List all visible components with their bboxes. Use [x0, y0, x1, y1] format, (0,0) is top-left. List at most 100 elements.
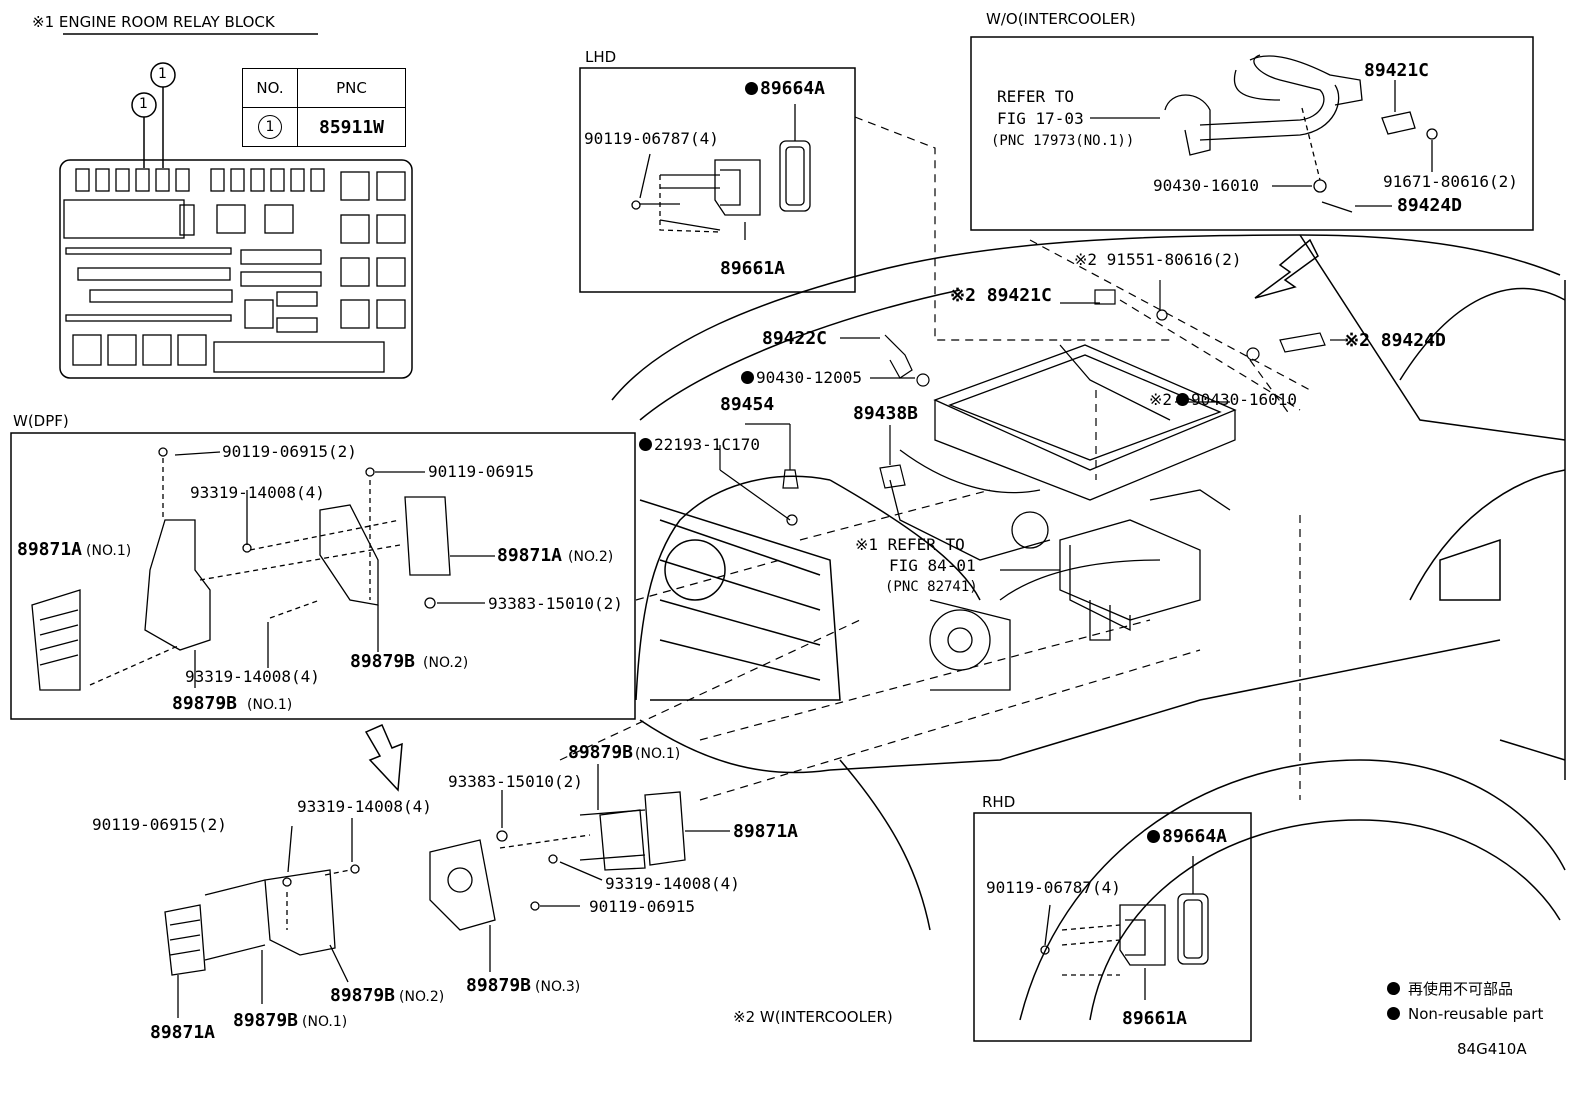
intercooler-parts — [1090, 54, 1438, 213]
refer-text: REFER TO — [997, 87, 1075, 106]
part-suffix: (NO.1) — [86, 543, 132, 559]
part-89421c-ic: ※2 89421C — [950, 285, 1052, 306]
note-mark: ※2 — [1149, 390, 1173, 409]
engine-leaders — [719, 280, 1345, 571]
part-90430-12005: 90430-12005 — [741, 370, 862, 386]
intercooler-note: ※2 W(INTERCOOLER) — [733, 1008, 893, 1026]
part-suffix: (NO.2) — [568, 549, 614, 565]
arrow-right-icon — [1254, 238, 1319, 299]
part-91551-80616: ※2 91551-80616(2) — [1074, 250, 1242, 269]
table-header-pnc: PNC — [297, 68, 406, 108]
refer-text: FIG 84-01 — [889, 556, 976, 575]
part-89879b-no1-lower: 89879B(NO.1) — [233, 1012, 347, 1030]
part-89454: 89454 — [720, 394, 775, 415]
part-89664a-rhd: 89664A — [1147, 828, 1227, 846]
part-90119-06787: 90119-06787(4) — [584, 129, 719, 148]
figure-code: 84G410A — [1457, 1040, 1527, 1058]
non-reusable-dot-icon — [741, 371, 754, 384]
part-label: 90430-12005 — [756, 368, 862, 387]
part-89422c: 89422C — [762, 328, 828, 349]
circled-number: 1 — [258, 115, 282, 139]
vehicle-outline — [611, 234, 1566, 1021]
part-89879b-no3-lower: 89879B(NO.3) — [466, 977, 580, 995]
refer-text: ※1 REFER TO — [855, 535, 965, 554]
part-89421c: 89421C — [1364, 60, 1430, 81]
intercooler-title: W/O(INTERCOOLER) — [986, 10, 1136, 28]
intercooler-box — [970, 36, 1534, 231]
part-89424d: 89424D — [1397, 195, 1463, 216]
pnc-table: NO.PNC 1 85911W — [242, 68, 406, 147]
part-89879b-no1-top: 89879B(NO.1) — [568, 744, 680, 762]
rhd-box — [973, 812, 1252, 1042]
part-label: 89879B — [466, 975, 532, 996]
part-91671-80616: 91671-80616(2) — [1383, 172, 1518, 191]
rhd-title: RHD — [982, 793, 1016, 811]
engine-drawing — [889, 344, 1237, 691]
part-90119-06915-2-lower: 90119-06915(2) — [92, 815, 227, 834]
non-reusable-dot-icon — [639, 438, 652, 451]
dashed-leaders — [559, 116, 1311, 801]
lhd-title: LHD — [585, 48, 617, 66]
legend-label: 再使用不可部品 — [1408, 980, 1514, 998]
part-93319-14008-lower: 93319-14008(4) — [297, 797, 432, 816]
part-93319-14008: 93319-14008(4) — [190, 483, 325, 502]
part-label: 89879B — [172, 693, 238, 714]
part-suffix: (NO.2) — [423, 655, 469, 671]
non-reusable-dot-icon — [745, 82, 758, 95]
part-suffix: (NO.2) — [399, 989, 445, 1005]
non-reusable-dot-icon — [1176, 393, 1190, 406]
part-89879b-no1: 89879B(NO.1) — [172, 695, 292, 713]
legend-jp: 再使用不可部品 — [1387, 982, 1513, 997]
callout-number: 1 — [139, 96, 148, 112]
part-label: 89664A — [1162, 826, 1228, 847]
refer-text: FIG 17-03 — [997, 109, 1084, 128]
lhd-parts — [631, 104, 811, 240]
non-reusable-dot-icon — [1387, 1007, 1400, 1020]
part-89871a-lower: 89871A — [733, 821, 799, 842]
dpf-parts — [31, 447, 495, 691]
relay-block-title: ※1 ENGINE ROOM RELAY BLOCK — [32, 13, 275, 31]
relay-block-drawing — [59, 33, 413, 379]
part-89438b: 89438B — [853, 403, 919, 424]
part-label: 89871A — [17, 539, 83, 560]
part-suffix: (NO.1) — [302, 1014, 348, 1030]
part-89871a-bottom: 89871A — [150, 1022, 216, 1043]
part-22193-1c170: 22193-1C170 — [639, 437, 760, 453]
part-93383-15010: 93383-15010(2) — [488, 594, 623, 613]
part-90119-06915-lower: 90119-06915 — [589, 897, 695, 916]
part-label: 89879B — [330, 985, 396, 1006]
refer-text: (PNC 17973(NO.1)) — [991, 133, 1135, 149]
callout-number: 1 — [158, 66, 167, 82]
part-93319-14008-b: 93319-14008(4) — [185, 667, 320, 686]
refer-text: (PNC 82741) — [885, 579, 978, 595]
legend-label: Non-reusable part — [1408, 1005, 1544, 1023]
dpf-box — [10, 432, 636, 720]
non-reusable-dot-icon — [1147, 830, 1160, 843]
part-93383-15010-lower: 93383-15010(2) — [448, 772, 583, 791]
part-90119-06915: 90119-06915 — [428, 462, 534, 481]
rhd-parts — [1040, 856, 1209, 1000]
legend-en: Non-reusable part — [1387, 1007, 1543, 1022]
part-89879b-no2-lower: 89879B(NO.2) — [330, 987, 444, 1005]
part-93319-14008-lower-b: 93319-14008(4) — [605, 874, 740, 893]
table-cell-no: 1 — [242, 107, 298, 147]
part-89661a-rhd: 89661A — [1122, 1008, 1188, 1029]
part-label: 89871A — [497, 545, 563, 566]
table-header-no: NO. — [242, 68, 298, 108]
table-cell-pnc: 85911W — [297, 107, 406, 147]
part-89664a: 89664A — [745, 80, 825, 98]
lower-parts — [164, 764, 730, 1018]
dpf-title: W(DPF) — [13, 412, 69, 430]
part-90119-06787-rhd: 90119-06787(4) — [986, 878, 1121, 897]
lhd-box — [579, 67, 856, 293]
part-90119-06915-2: 90119-06915(2) — [222, 442, 357, 461]
part-label: 89879B — [568, 742, 634, 763]
part-89871a-no2: 89871A (NO.2) — [497, 547, 613, 565]
part-label: 89879B — [350, 651, 416, 672]
part-label: 22193-1C170 — [654, 435, 760, 454]
part-89871a-no1: 89871A(NO.1) — [17, 541, 131, 559]
non-reusable-dot-icon — [1387, 982, 1400, 995]
part-89879b-no2: 89879B (NO.2) — [350, 653, 468, 671]
